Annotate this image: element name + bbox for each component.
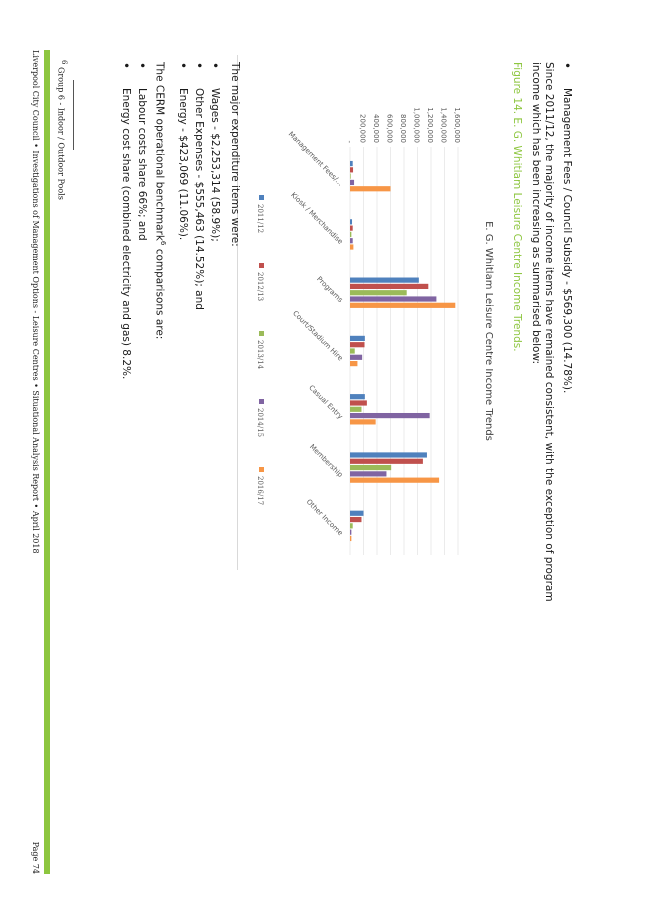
bar	[350, 186, 391, 192]
bar	[350, 516, 362, 523]
x-tick-label: Other Income	[305, 498, 344, 537]
y-tick-label: 400,000	[372, 114, 380, 143]
bullet-dot: •	[119, 62, 133, 70]
legend-label: 2011/12	[256, 204, 264, 233]
expenditure-item: • Energy - $423,069 (11.06%).	[176, 62, 190, 241]
bar	[350, 296, 437, 302]
cerm-item: • Labour costs share 66%; and	[135, 62, 149, 241]
bar	[350, 335, 365, 341]
y-tick-label: 600,000	[386, 114, 394, 143]
x-tick-label: Court/Stadium Hire	[291, 309, 344, 362]
bullet-dot: •	[208, 62, 222, 70]
bullet-dot: •	[192, 62, 206, 70]
bar	[349, 354, 363, 360]
expenditure-item: • Wages - $2,253,314 (58.9%);	[208, 62, 222, 242]
bar	[350, 283, 429, 290]
bar	[350, 167, 354, 173]
y-tick-label: 1,000,000	[413, 107, 421, 143]
figure-caption: Figure 14. E. G. Whitlam Leisure Centre …	[511, 62, 523, 352]
footnote-divider	[73, 80, 74, 150]
bar	[350, 510, 364, 516]
intro-bullet-text: Management Fees / Council Subsidy - $569…	[561, 88, 573, 394]
footnote: 6 Group 6 - Indoor / Outdoor Pools	[56, 60, 68, 200]
bullet-dot: •	[135, 62, 149, 70]
cerm-heading-tail: comparisons are:	[153, 245, 166, 340]
bar	[350, 406, 362, 412]
page-number: Page 74	[31, 841, 40, 874]
y-tick-label: 1,200,000	[426, 107, 434, 143]
bar	[350, 277, 419, 283]
legend-swatch	[259, 195, 264, 200]
bar	[350, 464, 392, 471]
legend-label: 2014/15	[256, 408, 264, 437]
income-trends-chart: E. G. Whitlam Leisure Centre Income Tren…	[237, 55, 508, 570]
legend-swatch	[259, 263, 264, 268]
expenditure-item-text: Energy - $423,069 (11.06%).	[177, 88, 189, 241]
bullet-dot: •	[176, 62, 190, 70]
footer-accent-bar	[44, 50, 50, 874]
y-tick-label: 200,000	[359, 114, 367, 143]
bar	[349, 419, 376, 425]
bar	[350, 244, 354, 250]
bar	[349, 160, 353, 167]
cerm-item-text: Energy cost share (combined electricity …	[120, 88, 132, 380]
bar	[350, 535, 352, 542]
y-tick-label: 800,000	[399, 114, 407, 143]
expenditure-item: • Other Expenses - $555,463 (14.52%); and	[192, 62, 206, 310]
bar	[349, 342, 365, 348]
bar	[350, 458, 423, 464]
x-tick-label: Management Fees/...	[287, 130, 344, 187]
expenditure-heading: The major expenditure items were:	[229, 62, 241, 247]
y-tick-label: 1,400,000	[440, 107, 448, 143]
bar	[350, 394, 365, 400]
footnote-number: 6	[60, 60, 68, 65]
cerm-heading-text: The CERM operational benchmark	[153, 62, 166, 241]
bar	[349, 219, 353, 225]
cerm-item: • Energy cost share (combined electricity…	[119, 62, 133, 380]
x-tick-label: Kiosk / Merchandise	[289, 191, 344, 246]
y-tick-label: 1,600,000	[453, 107, 461, 143]
bar	[349, 471, 387, 477]
x-tick-label: Casual Entry	[307, 384, 344, 421]
x-tick-label: Programs	[315, 275, 344, 304]
expenditure-item-text: Wages - $2,253,314 (58.9%);	[209, 88, 221, 242]
expenditure-item-text: Other Expenses - $555,463 (14.52%); and	[193, 88, 205, 310]
bar	[349, 238, 353, 244]
bar	[350, 477, 440, 483]
bar	[350, 348, 355, 354]
chart-svg: E. G. Whitlam Leisure Centre Income Tren…	[256, 107, 494, 555]
bar	[350, 400, 367, 406]
bar	[349, 290, 407, 296]
bar	[349, 302, 456, 308]
x-tick-label: Membership	[308, 443, 345, 480]
bullet-dot: •	[560, 62, 574, 70]
footnote-text: Group 6 - Indoor / Outdoor Pools	[56, 67, 66, 200]
intro-paragraph: Since 2011/12, the majority of income it…	[530, 62, 555, 602]
bar	[350, 173, 351, 179]
legend-label: 2013/14	[256, 340, 264, 370]
y-tick-label: -	[345, 140, 353, 143]
legend-swatch	[259, 399, 264, 404]
cerm-heading: The CERM operational benchmark6 comparis…	[154, 62, 168, 339]
legend-swatch	[259, 467, 264, 472]
bar	[350, 412, 430, 419]
chart-title: E. G. Whitlam Leisure Centre Income Tren…	[483, 221, 494, 441]
footer-left: Liverpool City Council • Investigations …	[31, 50, 40, 554]
bar	[349, 225, 353, 231]
bar	[350, 452, 427, 458]
bar	[350, 231, 352, 238]
legend-label: 2012/13	[256, 272, 264, 301]
legend-label: 2016/17	[256, 476, 264, 505]
intro-bullet: • Management Fees / Council Subsidy - $5…	[560, 62, 574, 394]
bar	[350, 529, 352, 535]
bar	[350, 361, 358, 367]
bar	[349, 523, 353, 529]
legend-swatch	[259, 331, 264, 336]
cerm-item-text: Labour costs share 66%; and	[136, 88, 148, 241]
bar	[350, 179, 355, 186]
